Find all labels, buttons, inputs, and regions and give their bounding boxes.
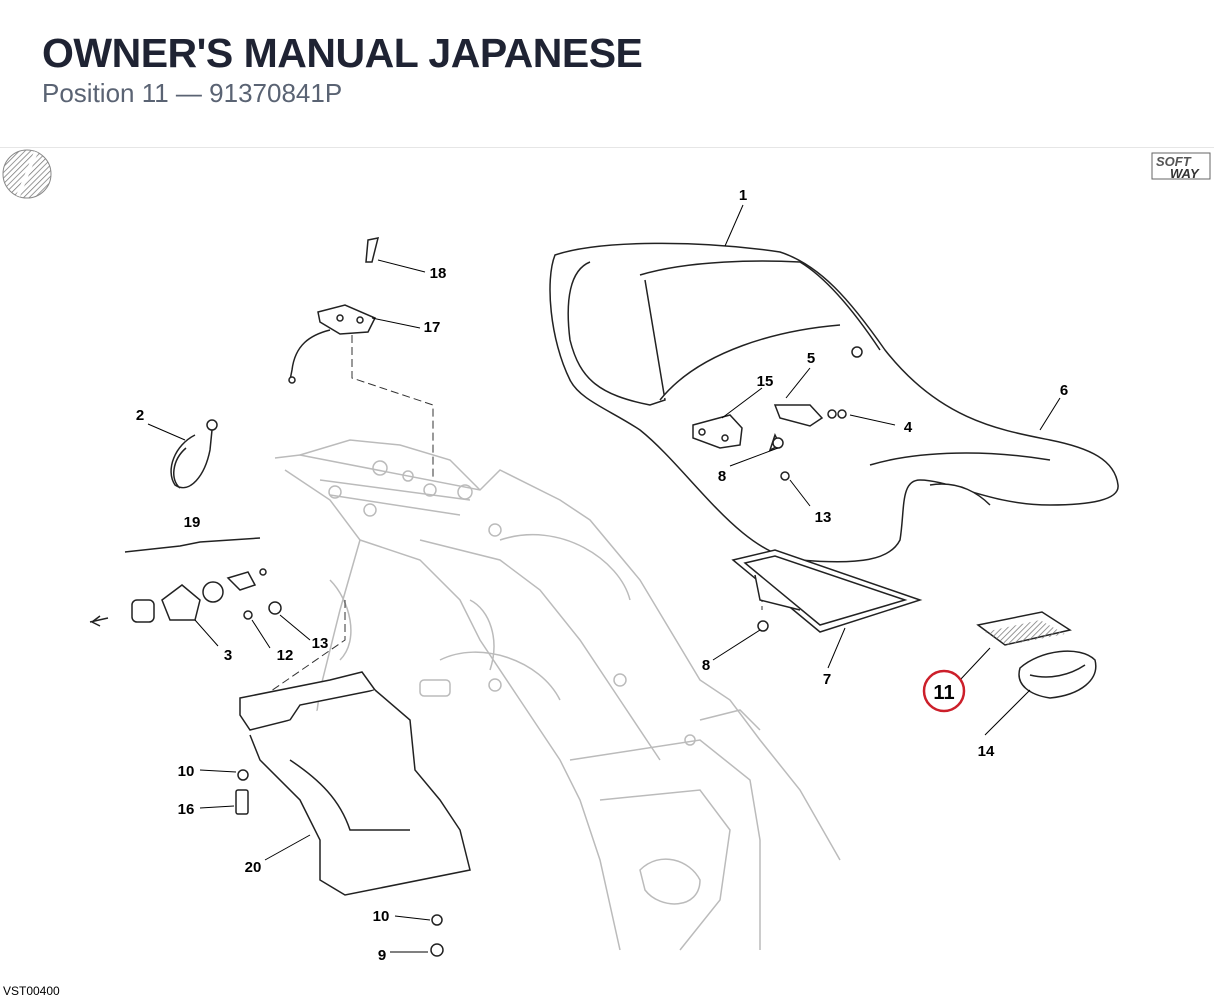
callout-label: 6 xyxy=(1060,382,1068,399)
callout-label: 16 xyxy=(178,801,195,818)
seat-latch-assembly xyxy=(89,537,282,627)
callout-label: 20 xyxy=(245,859,262,876)
callout-label: 4 xyxy=(904,419,913,436)
callout-label: 18 xyxy=(430,265,447,282)
undertray-part xyxy=(235,671,471,957)
highlight-ring xyxy=(922,669,966,713)
lock-cable-part xyxy=(288,237,380,384)
drawing-code: VST00400 xyxy=(3,984,60,998)
callout-label: 17 xyxy=(424,319,441,336)
callout-label: 14 xyxy=(978,743,995,760)
callout-label: 2 xyxy=(136,407,144,424)
callout-label: 19 xyxy=(184,514,201,531)
tool-pouch-part xyxy=(1018,650,1097,699)
callout-labels: 1 18 17 2 15 5 6 4 8 13 19 3 12 13 8 7 1… xyxy=(136,187,1068,964)
callout-label: 1 xyxy=(739,187,747,204)
frame-drawing xyxy=(274,439,841,951)
callout-label: 13 xyxy=(815,509,832,526)
callout-label: 10 xyxy=(178,763,195,780)
leader-lines xyxy=(147,204,1061,953)
callout-label: 9 xyxy=(378,947,386,964)
softway-logo: SOFT WAY xyxy=(1151,152,1211,181)
callout-label: 13 xyxy=(312,635,329,652)
callout-label: 3 xyxy=(224,647,232,664)
page-title: OWNER'S MANUAL JAPANESE xyxy=(42,30,643,76)
svg-text:WAY: WAY xyxy=(1170,166,1200,181)
callout-label: 12 xyxy=(277,647,294,664)
page-subtitle: Position 11 — 91370841P xyxy=(42,78,343,108)
callout-label: 10 xyxy=(373,908,390,925)
callout-label: 8 xyxy=(702,657,710,674)
seat-assembly xyxy=(549,242,1119,563)
brand-circle-icon xyxy=(2,149,52,199)
callout-label: 8 xyxy=(718,468,726,485)
callout-label-highlighted: 11 xyxy=(933,682,954,704)
header: OWNER'S MANUAL JAPANESE Position 11 — 91… xyxy=(0,0,1214,148)
helmet-cable-part xyxy=(170,419,218,489)
owners-manual-part xyxy=(976,611,1072,646)
exploded-parts-diagram: SOFT WAY xyxy=(2,149,1211,964)
callout-label: 5 xyxy=(807,350,815,367)
callout-label: 7 xyxy=(823,671,831,688)
seat-plate xyxy=(731,549,923,633)
callout-label: 15 xyxy=(757,373,774,390)
svg-text:SOFT: SOFT xyxy=(1156,154,1192,169)
